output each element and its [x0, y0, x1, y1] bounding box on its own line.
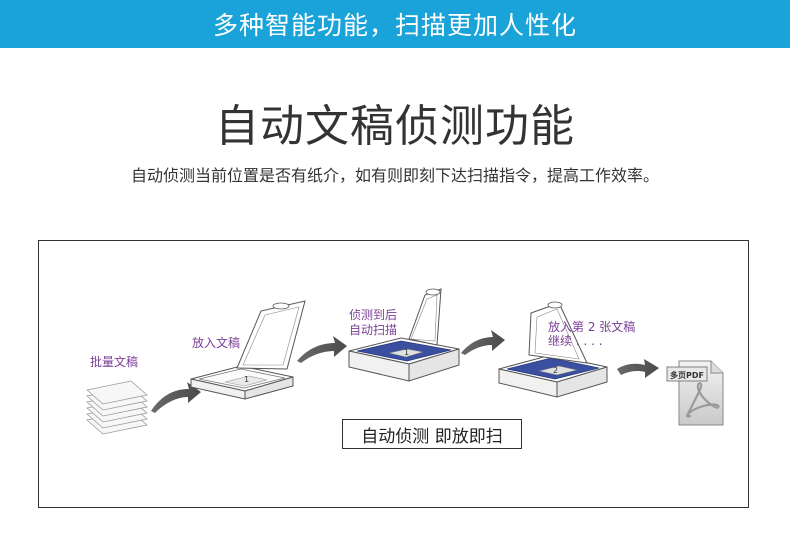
acrobat-icon	[685, 382, 720, 418]
scanner-icon	[190, 300, 306, 400]
paper-stack-icon	[86, 380, 148, 435]
top-banner: 多种智能功能，扫描更加人性化	[0, 0, 790, 48]
caption-text: 自动侦测 即放即扫	[361, 426, 503, 447]
arrow-right-icon	[151, 382, 201, 413]
scanner-icon	[348, 288, 460, 382]
label-place-document: 放入文稿	[192, 336, 241, 350]
diagram-panel: 批量文稿 放入文稿 侦测到后 自动扫描 放入第 2 张文稿 继续 . . . .…	[38, 240, 749, 508]
label-second-page-line1: 放入第 2 张文稿	[548, 320, 636, 334]
label-detect-line1: 侦测到后	[349, 308, 398, 322]
arrow-right-icon	[297, 336, 347, 363]
page-number-scanner1: 1	[244, 375, 250, 384]
label-second-page-line2: 继续 . . . .	[548, 334, 603, 348]
page-number-scanner3: 2	[553, 366, 559, 375]
pdf-badge: 多页PDF	[670, 371, 704, 380]
arrow-right-icon	[617, 359, 659, 378]
banner-title: 多种智能功能，扫描更加人性化	[212, 11, 577, 40]
workflow-illustration	[86, 288, 724, 435]
arrow-right-icon	[461, 330, 505, 355]
page-number-scanner2: 1	[404, 348, 410, 357]
section-heading: 自动文稿侦测功能	[215, 101, 575, 152]
label-batch-documents: 批量文稿	[90, 355, 139, 369]
scanner-icon	[498, 301, 608, 398]
label-detect-line2: 自动扫描	[349, 323, 398, 337]
caption-box: 自动侦测 即放即扫	[342, 419, 522, 449]
pdf-file-icon	[666, 360, 724, 426]
section-description: 自动侦测当前位置是否有纸介，如有则即刻下达扫描指令，提高工作效率。	[130, 166, 659, 185]
